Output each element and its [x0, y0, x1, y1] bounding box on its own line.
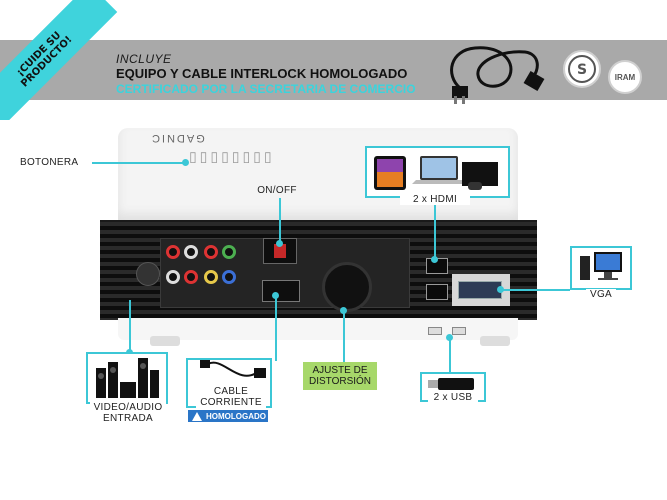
usb-port-2: [452, 327, 466, 335]
ajuste-label-box: AJUSTE DE DISTORSIÓN: [303, 362, 377, 390]
power-socket: [262, 280, 300, 302]
leader-on-off: [279, 198, 281, 242]
label-on-off: ON/OFF: [257, 185, 297, 196]
dot-vga: [497, 286, 504, 293]
banner-subline: CERTIFICADO POR LA SECRETARIA DE COMERCI…: [116, 82, 416, 96]
pc-monitor-icon: [580, 252, 622, 280]
projector-foot-left: [150, 336, 180, 346]
power-switch: [263, 238, 297, 264]
label-cable: CABLE CORRIENTE: [196, 386, 266, 408]
label-vga: VGA: [586, 289, 616, 300]
seal-s-text: S: [577, 62, 587, 78]
label-ajuste-line1: AJUSTE DE: [312, 365, 368, 376]
rca-red-3: [184, 270, 198, 284]
promo-banner: [0, 40, 667, 100]
leader-hdmi: [434, 198, 436, 260]
speaker-system-icon: [96, 358, 159, 398]
dot-hdmi: [431, 256, 438, 263]
hdmi-port-2: [426, 284, 448, 300]
leader-ajuste: [343, 310, 345, 362]
label-ajuste-line2: DISTORSIÓN: [308, 376, 372, 387]
distortion-knob: [322, 262, 372, 312]
leader-usb: [449, 337, 451, 373]
rca-blue: [222, 270, 236, 284]
hdmi-devices-icon: [374, 156, 498, 190]
rca-yellow: [204, 270, 218, 284]
homologado-text: HOMOLOGADO: [206, 411, 266, 421]
label-video-audio: VIDEO/AUDIO ENTRADA: [90, 402, 166, 424]
label-hdmi: 2 x HDMI: [400, 194, 470, 205]
power-cord-icon: [200, 360, 266, 378]
rca-white-1: [184, 245, 198, 259]
warning-icon: [192, 411, 202, 421]
leader-botonera: [92, 162, 184, 164]
banner-incluye: INCLUYE: [116, 52, 172, 66]
label-cable-line2: CORRIENTE: [200, 397, 262, 408]
label-video-audio-line2: ENTRADA: [103, 413, 153, 424]
power-cable-image: [450, 46, 545, 104]
banner-headline: EQUIPO Y CABLE INTERLOCK HOMOLOGADO: [116, 66, 408, 81]
projector-foot-right: [480, 336, 510, 346]
ribbon-label: ¡CUIDE SU PRODUCTO!: [0, 0, 118, 120]
leader-cable: [275, 295, 277, 361]
label-cable-line1: CABLE: [213, 386, 249, 397]
projector-button-strip: ▯▯▯▯▯▯▯▯: [186, 151, 272, 167]
label-video-audio-line1: VIDEO/AUDIO: [93, 402, 163, 413]
dot-botonera: [182, 159, 189, 166]
leader-video-audio: [129, 300, 131, 352]
leader-vga: [502, 289, 570, 291]
label-botonera: BOTONERA: [20, 157, 79, 168]
vga-port: [458, 281, 502, 299]
seal-s-icon: S: [563, 50, 601, 88]
rca-green: [222, 245, 236, 259]
iram-seal-text: IRAM: [614, 72, 636, 82]
corner-ribbon: ¡CUIDE SU PRODUCTO!: [0, 0, 120, 120]
usb-port-1: [428, 327, 442, 335]
rca-white-2: [166, 270, 180, 284]
rca-red-1: [166, 245, 180, 259]
rca-red-2: [204, 245, 218, 259]
iram-seal-icon: IRAM: [608, 60, 642, 94]
ir-sensor: [136, 262, 160, 286]
homologado-badge: HOMOLOGADO: [188, 410, 268, 422]
label-usb: 2 x USB: [428, 392, 478, 403]
usb-stick-icon: [428, 378, 474, 390]
projector-base: [118, 318, 518, 340]
projector-brand: GADNIC: [150, 132, 205, 144]
dot-on-off: [276, 240, 283, 247]
